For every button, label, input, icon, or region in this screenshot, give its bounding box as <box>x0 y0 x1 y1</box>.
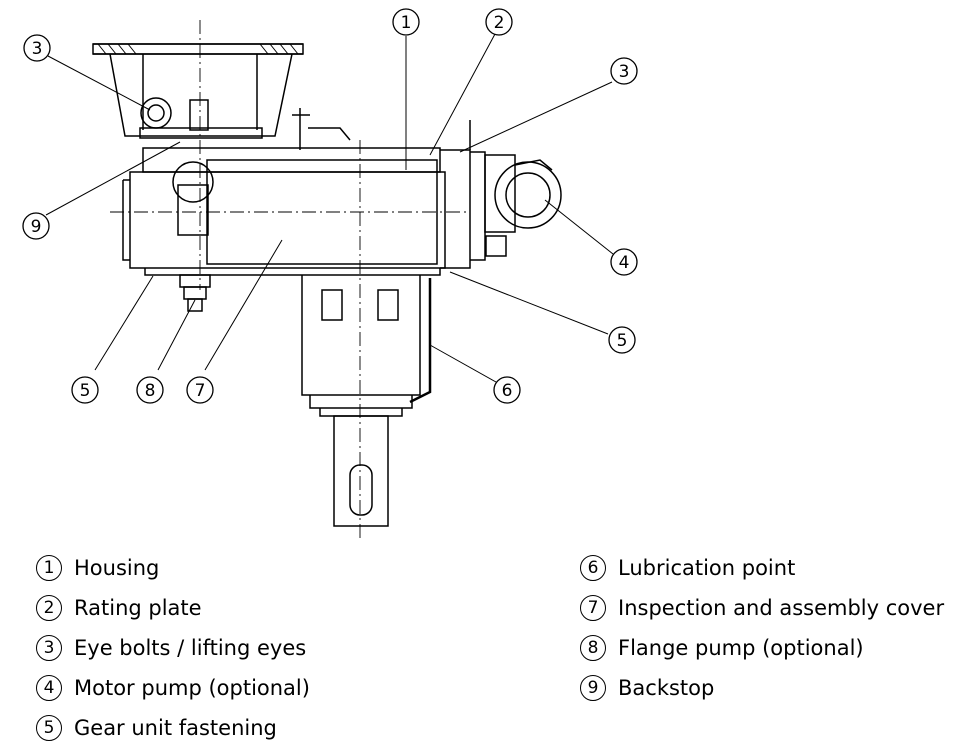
legend-item: 5 Gear unit fastening <box>36 708 310 748</box>
legend-item: 3 Eye bolts / lifting eyes <box>36 628 310 668</box>
legend-number: 4 <box>36 675 62 701</box>
legend-label: Rating plate <box>74 596 202 620</box>
legend-number: 3 <box>36 635 62 661</box>
callout-marker: 7 <box>186 376 214 404</box>
callout-marker: 8 <box>136 376 164 404</box>
legend-number: 7 <box>580 595 606 621</box>
legend-item: 8 Flange pump (optional) <box>580 628 944 668</box>
svg-text:7: 7 <box>195 381 206 401</box>
legend-number: 2 <box>36 595 62 621</box>
legend-item: 2 Rating plate <box>36 588 310 628</box>
legend-label: Flange pump (optional) <box>618 636 864 660</box>
legend-label: Lubrication point <box>618 556 796 580</box>
svg-text:3: 3 <box>32 39 43 59</box>
svg-text:8: 8 <box>145 381 156 401</box>
gear-unit-drawing: 1 2 3 3 4 5 6 5 8 7 9 <box>22 8 638 540</box>
callout-marker: 5 <box>608 326 636 354</box>
callout-marker: 6 <box>493 376 521 404</box>
svg-text:5: 5 <box>617 331 628 351</box>
svg-text:6: 6 <box>502 381 513 401</box>
legend-item: 9 Backstop <box>580 668 944 708</box>
legend-label: Housing <box>74 556 160 580</box>
legend-number: 1 <box>36 555 62 581</box>
callout-marker: 1 <box>392 8 420 36</box>
legend-right: 6 Lubrication point 7 Inspection and assem… <box>580 548 944 708</box>
svg-text:2: 2 <box>494 13 505 33</box>
callout-marker: 4 <box>610 248 638 276</box>
legend-label: Backstop <box>618 676 715 700</box>
legend-number: 8 <box>580 635 606 661</box>
legend-item: 7 Inspection and assembly cover <box>580 588 944 628</box>
callout-marker: 3 <box>23 34 51 62</box>
motor-pump <box>484 154 562 257</box>
legend-item: 6 Lubrication point <box>580 548 944 588</box>
callout-marker: 9 <box>22 212 50 240</box>
callout-marker: 3 <box>610 57 638 85</box>
legend-label: Motor pump (optional) <box>74 676 310 700</box>
legend-label: Inspection and assembly cover <box>618 596 945 620</box>
backstop <box>172 161 214 236</box>
callout-marker: 2 <box>485 8 513 36</box>
flange-pump <box>179 274 211 312</box>
svg-text:4: 4 <box>619 253 630 273</box>
legend-label: Eye bolts / lifting eyes <box>74 636 307 660</box>
legend-number: 6 <box>580 555 606 581</box>
legend-label: Gear unit fastening <box>74 716 277 740</box>
legend-item: 1 Housing <box>36 548 310 588</box>
svg-text:9: 9 <box>31 217 42 237</box>
input-flange-adapter <box>92 43 304 139</box>
callout-marker: 5 <box>71 376 99 404</box>
svg-text:5: 5 <box>80 381 91 401</box>
callout-markers: 1 2 3 3 4 5 6 5 8 7 9 <box>22 8 638 404</box>
legend-left: 1 Housing 2 Rating plate 3 Eye bolts / lift… <box>36 548 310 748</box>
legend-item: 4 Motor pump (optional) <box>36 668 310 708</box>
eye-bolt <box>140 97 172 129</box>
svg-text:1: 1 <box>401 13 412 33</box>
output-housing <box>301 275 421 527</box>
svg-text:3: 3 <box>619 62 630 82</box>
legend-number: 9 <box>580 675 606 701</box>
legend-number: 5 <box>36 715 62 741</box>
